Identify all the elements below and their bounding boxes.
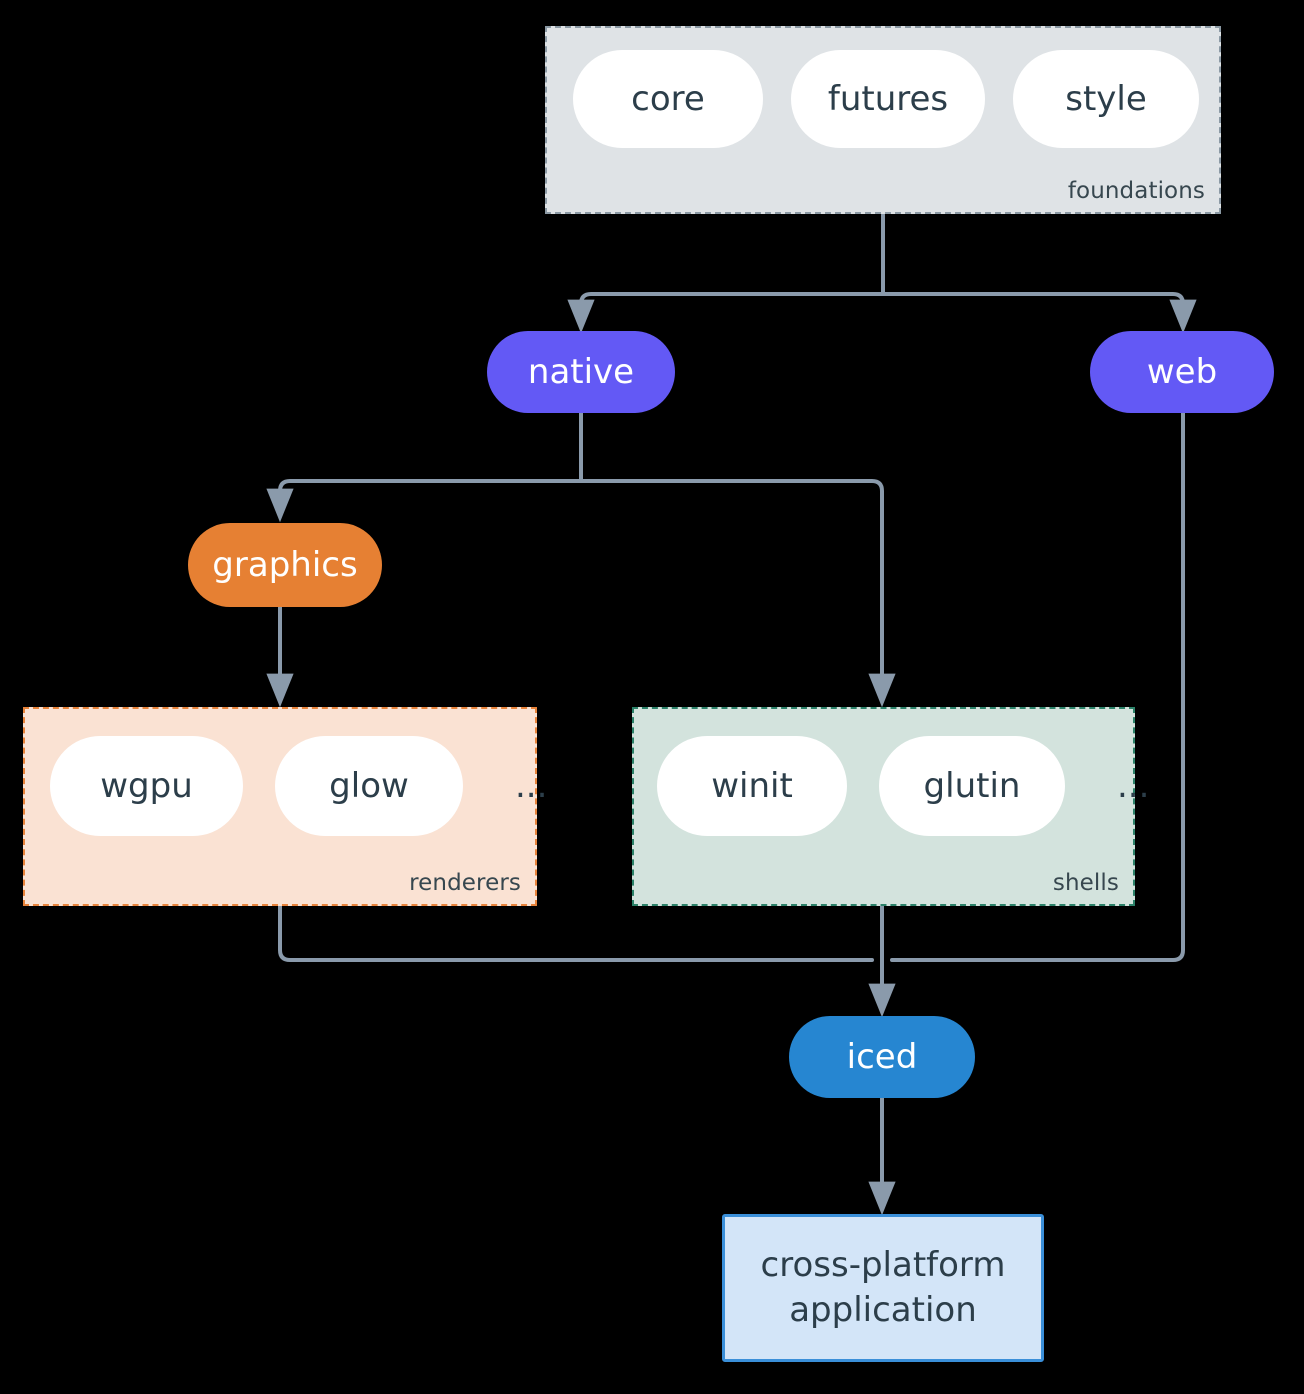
application-line-2: application: [789, 1290, 977, 1330]
item-winit[interactable]: winit: [657, 736, 847, 836]
application-line-1: cross-platform: [760, 1244, 1006, 1285]
foundations-items: core futures style: [573, 50, 1199, 148]
renderers-items: wgpu glow ...: [50, 736, 547, 836]
edge-native-graphics: [266, 479, 583, 523]
shells-items: winit glutin ...: [657, 736, 1149, 836]
item-wgpu[interactable]: wgpu: [50, 736, 243, 836]
node-native[interactable]: native: [487, 331, 675, 413]
group-foundations: core futures style foundations: [545, 26, 1221, 214]
group-shells: winit glutin ... shells: [632, 707, 1149, 906]
edge-foundations-native: [567, 292, 885, 334]
edge-native-shells: [579, 479, 896, 708]
node-iced[interactable]: iced: [789, 1016, 975, 1098]
edge-foundations-web: [881, 292, 1197, 334]
shells-more-ellipsis: ...: [1117, 766, 1150, 806]
group-label-renderers: renderers: [409, 870, 521, 896]
item-style[interactable]: style: [1013, 50, 1199, 148]
edge-renderers-iced: [278, 904, 874, 962]
item-glow[interactable]: glow: [275, 736, 463, 836]
group-label-foundations: foundations: [1067, 178, 1205, 204]
item-futures[interactable]: futures: [791, 50, 985, 148]
node-web[interactable]: web: [1090, 331, 1274, 413]
group-renderers: wgpu glow ... renderers: [23, 707, 547, 906]
node-cross-platform-application[interactable]: cross-platform application: [722, 1214, 1044, 1362]
group-label-shells: shells: [1052, 870, 1119, 896]
node-graphics[interactable]: graphics: [188, 523, 382, 607]
item-core[interactable]: core: [573, 50, 763, 148]
renderers-more-ellipsis: ...: [515, 766, 548, 806]
item-glutin[interactable]: glutin: [879, 736, 1065, 836]
